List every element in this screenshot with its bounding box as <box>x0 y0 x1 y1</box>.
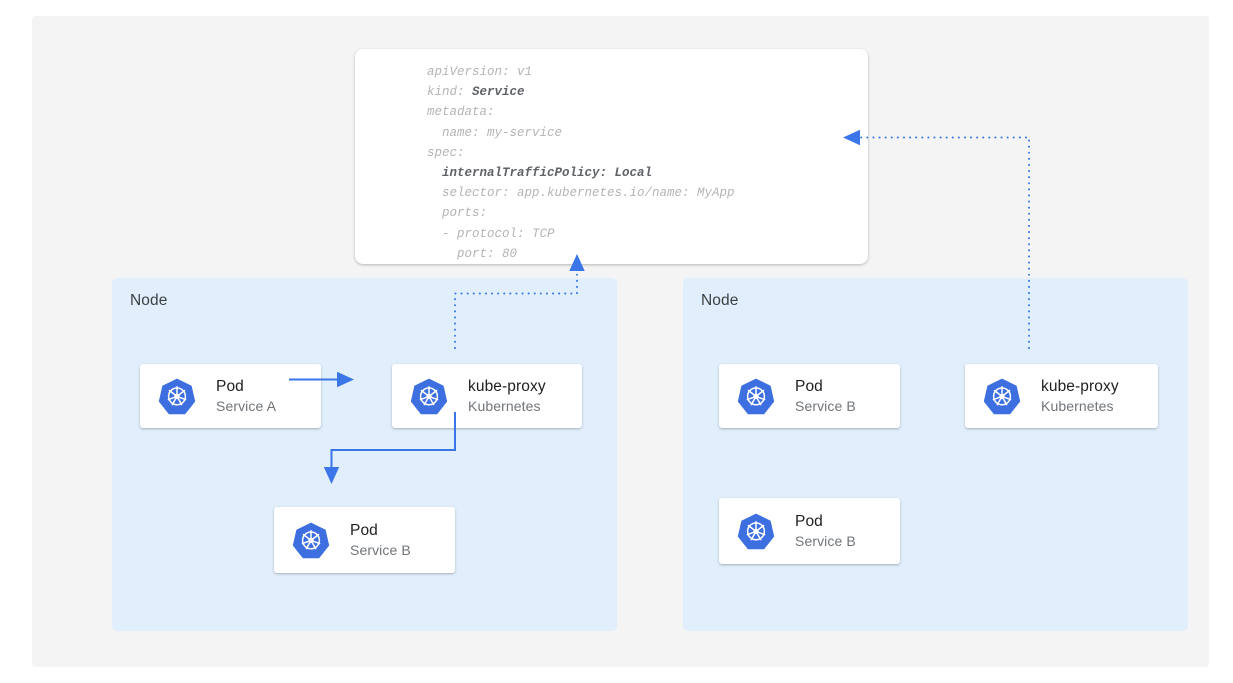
card-title: kube-proxy <box>468 377 546 395</box>
yaml-line-4: spec: <box>427 145 465 160</box>
card-subtitle: Service B <box>795 397 856 414</box>
card-pod-service-b-left[interactable]: Pod Service B <box>274 507 455 573</box>
yaml-line-7: ports: <box>427 206 488 221</box>
yaml-line-1: kind: Service <box>427 85 525 100</box>
card-title: Pod <box>795 512 823 530</box>
card-pod-service-a[interactable]: Pod Service A <box>140 364 321 428</box>
yaml-line-2: metadata: <box>427 105 495 120</box>
yaml-line-3: name: my-service <box>427 125 563 140</box>
card-subtitle: Service A <box>216 397 277 414</box>
card-pod-service-b-right-top[interactable]: Pod Service B <box>719 364 900 428</box>
node-box-left: Node <box>112 278 617 631</box>
card-subtitle: Service B <box>350 541 411 558</box>
card-title: Pod <box>350 521 378 539</box>
kubernetes-icon <box>982 376 1022 416</box>
yaml-line-5: internalTrafficPolicy: Local <box>427 166 653 181</box>
kubernetes-icon <box>736 511 776 551</box>
card-title: Pod <box>795 377 823 395</box>
yaml-line-6: selector: app.kubernetes.io/name: MyApp <box>427 186 735 201</box>
yaml-line-0: apiVersion: v1 <box>427 65 533 79</box>
kubernetes-icon <box>291 520 331 560</box>
card-subtitle: Kubernetes <box>468 397 541 414</box>
kubernetes-icon <box>736 376 776 416</box>
diagram-canvas: apiVersion: v1 kind: Service metadata: nam… <box>32 16 1209 667</box>
card-text: kube-proxy Kubernetes <box>468 377 546 416</box>
service-manifest-card: apiVersion: v1 kind: Service metadata: nam… <box>355 49 868 264</box>
card-title: kube-proxy <box>1041 377 1119 395</box>
card-text: kube-proxy Kubernetes <box>1041 377 1119 416</box>
yaml-line-9: port: 80 <box>427 246 518 261</box>
card-title: Pod <box>216 377 244 395</box>
card-text: Pod Service B <box>795 512 856 551</box>
yaml-line-1-emphasis: Service <box>472 85 525 100</box>
card-pod-service-b-right-bottom[interactable]: Pod Service B <box>719 498 900 564</box>
kubernetes-icon <box>409 376 449 416</box>
card-text: Pod Service B <box>795 377 856 416</box>
card-kube-proxy-left[interactable]: kube-proxy Kubernetes <box>392 364 582 428</box>
node-label: Node <box>130 292 168 309</box>
card-subtitle: Kubernetes <box>1041 397 1114 414</box>
card-text: Pod Service B <box>350 521 411 560</box>
yaml-line-8: - protocol: TCP <box>427 226 555 241</box>
node-box-right: Node <box>683 278 1188 631</box>
card-kube-proxy-right[interactable]: kube-proxy Kubernetes <box>965 364 1158 428</box>
kubernetes-icon <box>157 376 197 416</box>
service-manifest-yaml: apiVersion: v1 kind: Service metadata: nam… <box>427 62 735 264</box>
card-subtitle: Service B <box>795 532 856 549</box>
node-label: Node <box>701 292 739 309</box>
card-text: Pod Service A <box>216 377 276 416</box>
